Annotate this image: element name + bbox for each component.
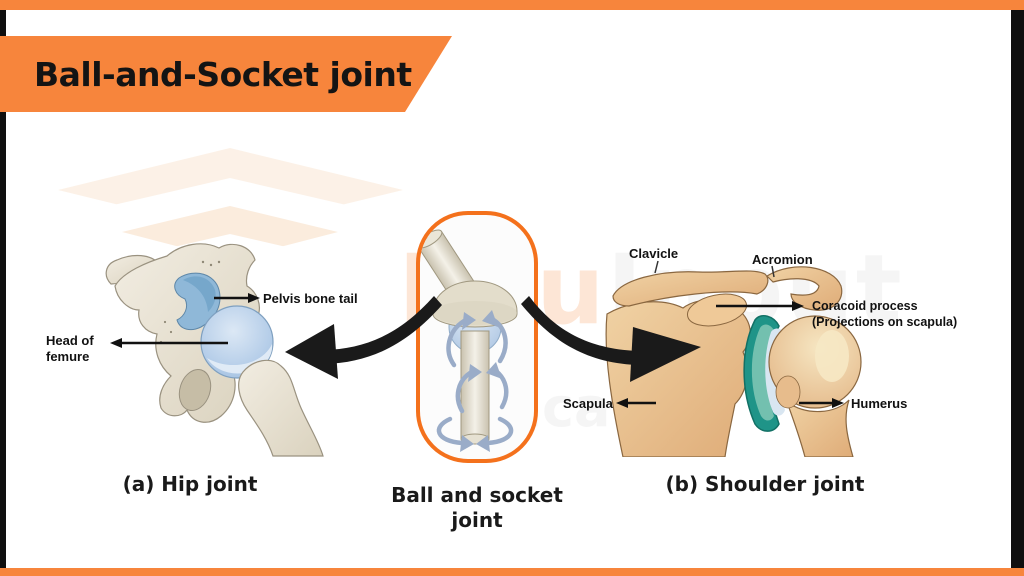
title-banner: Ball-and-Socket joint — [0, 36, 452, 112]
lesser-tubercle-shape — [775, 375, 801, 409]
caption-ball-and-socket: Ball and socket joint — [391, 483, 563, 532]
ball-socket-highlight-box — [416, 211, 538, 463]
page-title: Ball-and-Socket joint — [34, 54, 412, 94]
left-edge-strip — [0, 10, 6, 568]
ball-socket-schematic — [420, 229, 518, 452]
rotation-arrowheads — [460, 310, 502, 452]
label-pelvis-bone-tail: Pelvis bone tail — [263, 291, 358, 306]
obturator-foramen-shape — [178, 368, 212, 412]
bottom-accent-bar — [0, 568, 1024, 576]
label-humerus: Humerus — [851, 396, 908, 411]
label-scapula: Scapula — [563, 396, 613, 411]
top-accent-bar — [0, 0, 1024, 10]
caption-shoulder-joint: (b) Shoulder joint — [665, 472, 865, 496]
femur-shaft-shape — [238, 359, 324, 457]
humerus-head-highlight-shape — [815, 330, 849, 382]
socket-rim-shape — [433, 301, 517, 325]
right-edge-strip — [1011, 10, 1024, 568]
label-clavicle: Clavicle — [629, 246, 679, 261]
label-acromion: Acromion — [752, 252, 813, 267]
rotation-arrows — [436, 316, 514, 446]
lower-bone-shaft — [460, 330, 490, 440]
label-coracoid-process: Coracoid process — [812, 299, 918, 313]
label-coracoid-note: (Projections on scapula) — [812, 315, 958, 329]
shoulder-joint-illustration — [605, 266, 862, 457]
scapula-bone-shape — [605, 299, 751, 457]
label-head-of-femur: Head of femure — [46, 333, 94, 364]
acetabulum-shade-shape — [183, 276, 216, 312]
coracoid-process-shape — [686, 293, 748, 327]
caption-hip-joint: (a) Hip joint — [122, 472, 258, 496]
humerus-shaft-shape — [785, 399, 854, 457]
hip-joint-illustration — [105, 243, 324, 457]
